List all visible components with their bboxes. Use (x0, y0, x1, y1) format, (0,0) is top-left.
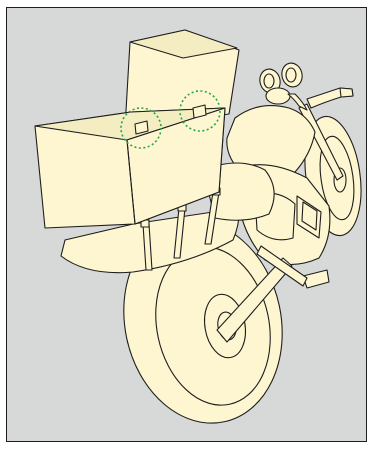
illustration-frame (6, 7, 367, 442)
handlebar-grip (340, 88, 353, 97)
headlights (257, 61, 307, 110)
motorcycle-cargo-box-illustration (7, 8, 366, 441)
cargo-box-body (35, 108, 225, 228)
